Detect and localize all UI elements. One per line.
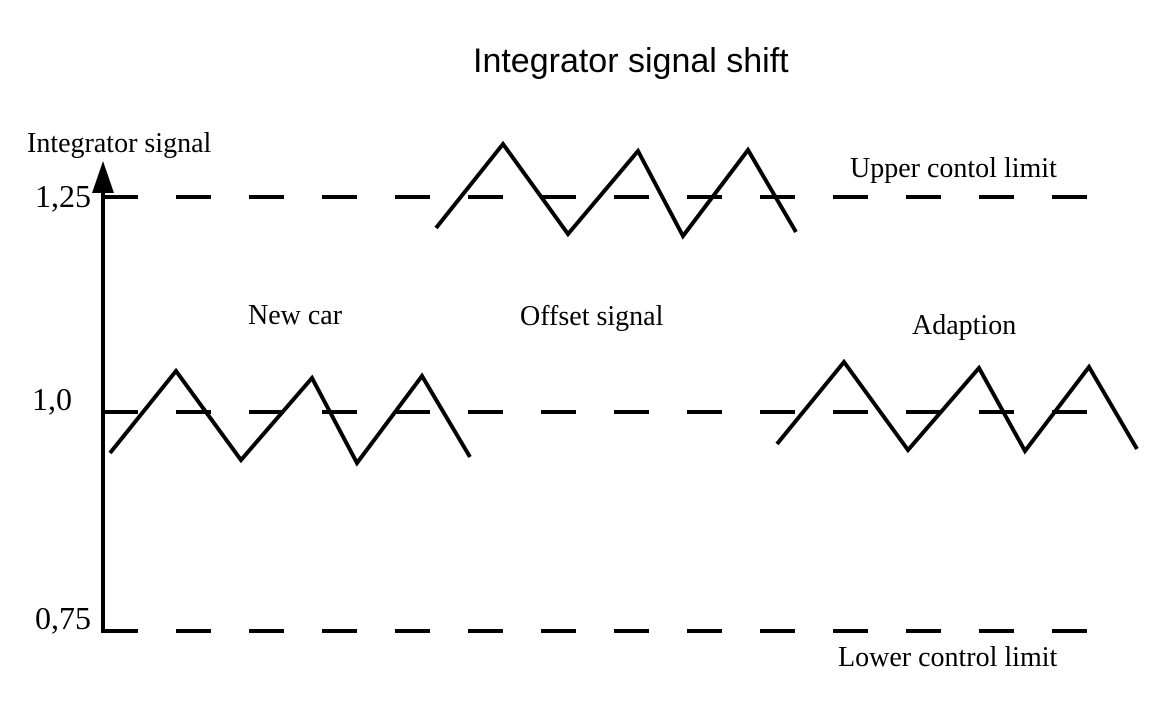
label-new-car: New car	[248, 300, 343, 331]
label-adaption: Adaption	[912, 310, 1017, 341]
signal-zigzag-adaption	[775, 358, 1139, 455]
label-upper-control-limit: Upper contol limit	[850, 153, 1057, 184]
y-tick-1-0: 1,0	[32, 381, 72, 417]
y-axis-arrow-icon	[92, 161, 114, 193]
label-lower-control-limit: Lower control limit	[838, 642, 1058, 673]
signal-zigzag-offset-signal	[434, 140, 798, 240]
label-offset-signal: Offset signal	[520, 301, 664, 332]
signal-zigzag-new-car	[108, 367, 472, 467]
y-tick-1-25: 1,25	[35, 178, 91, 214]
diagram-title: Integrator signal shift	[473, 42, 789, 80]
y-axis-label: Integrator signal	[27, 128, 212, 159]
y-tick-0-75: 0,75	[35, 600, 91, 636]
